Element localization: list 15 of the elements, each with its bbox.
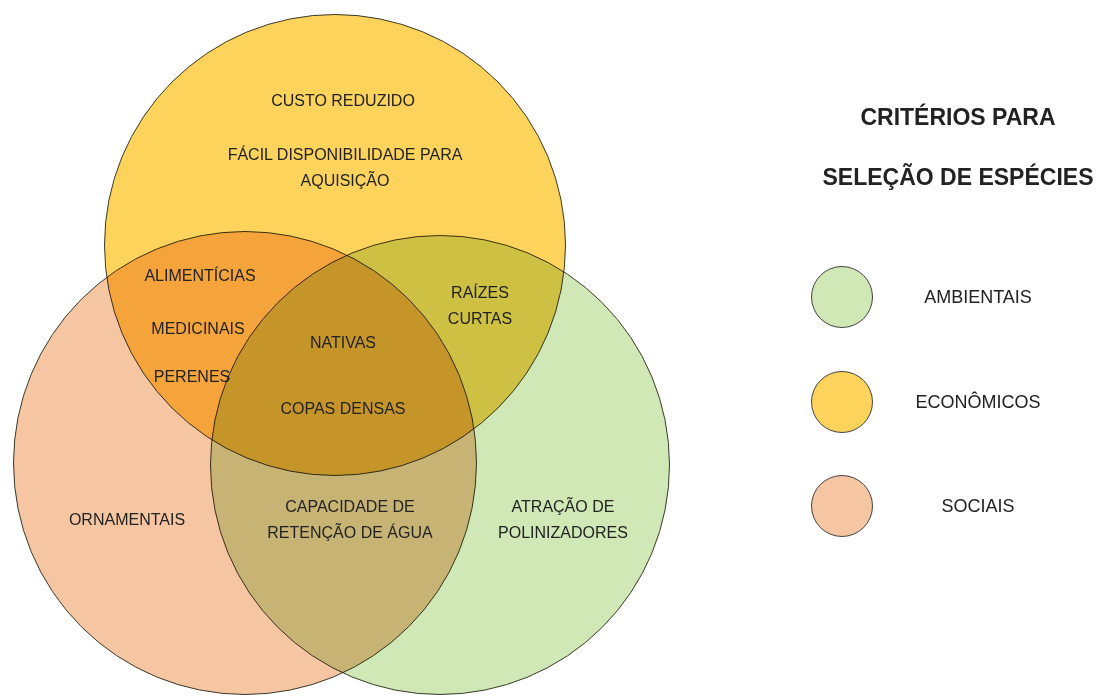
criterion-text: RAÍZES CURTAS bbox=[446, 282, 514, 329]
criterion-text: PERENES bbox=[152, 367, 232, 387]
criterion-text: FÁCIL DISPONIBILIDADE PARA AQUISIÇÃO bbox=[226, 144, 464, 191]
legend-label: ECONÔMICOS bbox=[915, 391, 1041, 413]
criterion-text: COPAS DENSAS bbox=[279, 399, 407, 419]
criterion-text: ATRAÇÃO DE POLINIZADORES bbox=[497, 496, 629, 543]
title: CRITÉRIOS PARA SELEÇÃO DE ESPÉCIES bbox=[821, 102, 1095, 192]
criterion-text: ALIMENTÍCIAS bbox=[143, 265, 257, 286]
criterion-text: MEDICINAIS bbox=[150, 319, 246, 339]
legend-label: AMBIENTAIS bbox=[924, 286, 1032, 308]
criterion-text: CAPACIDADE DE RETENÇÃO DE ÁGUA bbox=[266, 497, 434, 543]
criterion-text: ORNAMENTAIS bbox=[67, 510, 187, 530]
criterion-text: NATIVAS bbox=[308, 333, 378, 353]
legend-label: SOCIAIS bbox=[941, 495, 1015, 517]
criterion-text: CUSTO REDUZIDO bbox=[270, 91, 416, 111]
